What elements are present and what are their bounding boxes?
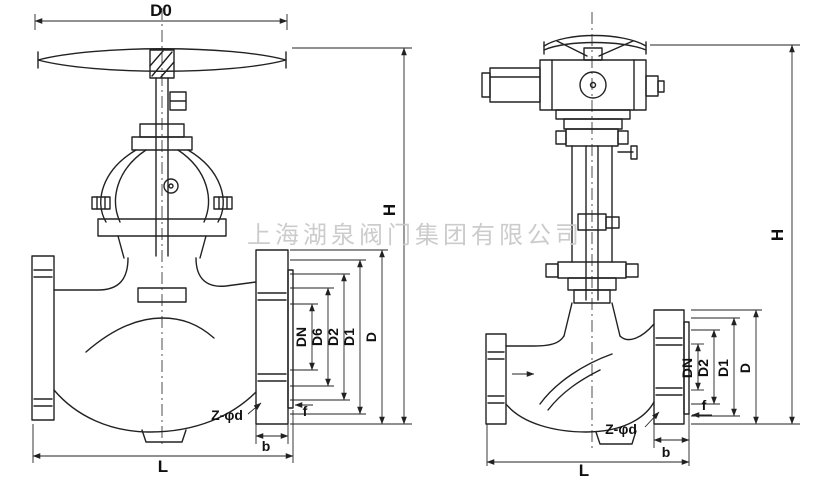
right-valve-drawing	[481, 12, 690, 450]
right-dim-label-dn: DN	[679, 358, 695, 378]
right-dim-label-z-phi-d: Z-φd	[605, 421, 637, 437]
left-dim-label-dn: DN	[293, 327, 309, 347]
left-dim-label-h: H	[380, 204, 399, 216]
left-dim-label-d6: D6	[309, 328, 325, 346]
left-stem-yoke	[91, 77, 233, 259]
right-dim-label-d: D	[737, 363, 753, 373]
right-inlet-flange	[485, 333, 507, 425]
left-inlet-flange	[31, 255, 55, 421]
left-dim-label-b: b	[262, 438, 271, 454]
left-bonnet-bolt-right	[213, 196, 233, 210]
left-valve-drawing	[31, 8, 294, 446]
right-dim-label-d2: D2	[695, 359, 711, 377]
left-bonnet-flange	[97, 218, 227, 237]
right-dim-label-d1: D1	[715, 359, 731, 377]
left-raised-face	[287, 269, 294, 409]
right-stem-yoke	[545, 128, 639, 337]
right-body	[485, 309, 690, 445]
right-dim-label-b: b	[662, 444, 671, 460]
left-indicator-icon	[163, 178, 179, 194]
left-disc	[137, 287, 187, 303]
right-handwheel	[543, 34, 647, 61]
left-dim-label-f: f	[303, 403, 308, 419]
left-valve: D0 H DN D6 D2 D1 D	[31, 1, 412, 476]
left-dim-label-d1: D1	[341, 328, 357, 346]
left-bonnet-bolt-left	[91, 196, 111, 210]
left-body	[31, 249, 294, 443]
watermark-text: 上海湖泉阀门集团有限公司	[247, 222, 583, 249]
left-bottom-boss	[141, 429, 187, 443]
left-outlet-flange	[255, 249, 289, 425]
right-dim-label-h: H	[768, 229, 787, 241]
left-handwheel	[37, 48, 287, 79]
right-bonnet-bolt-right	[625, 263, 639, 278]
right-motor	[489, 67, 541, 103]
left-dim-label-d2: D2	[325, 328, 341, 346]
left-dim-label-d0: D0	[150, 1, 172, 20]
left-dim-label-d: D	[363, 332, 379, 342]
right-valve-dimensions: H DN D2 D1 D Z-φd f	[486, 44, 800, 477]
right-raised-face	[683, 321, 690, 415]
right-valve: H DN D2 D1 D Z-φd f	[481, 12, 800, 477]
right-electric-actuator	[481, 59, 665, 130]
left-valve-dimensions: D0 H DN D6 D2 D1 D	[32, 1, 412, 476]
left-dim-label-l: L	[158, 457, 168, 476]
right-bottom-boss	[595, 430, 637, 445]
right-dim-label-f: f	[702, 397, 707, 413]
right-bonnet-bolt-left	[545, 263, 559, 278]
left-dim-label-z-phi-d: Z-φd	[211, 407, 243, 423]
right-dim-label-l: L	[579, 461, 589, 477]
